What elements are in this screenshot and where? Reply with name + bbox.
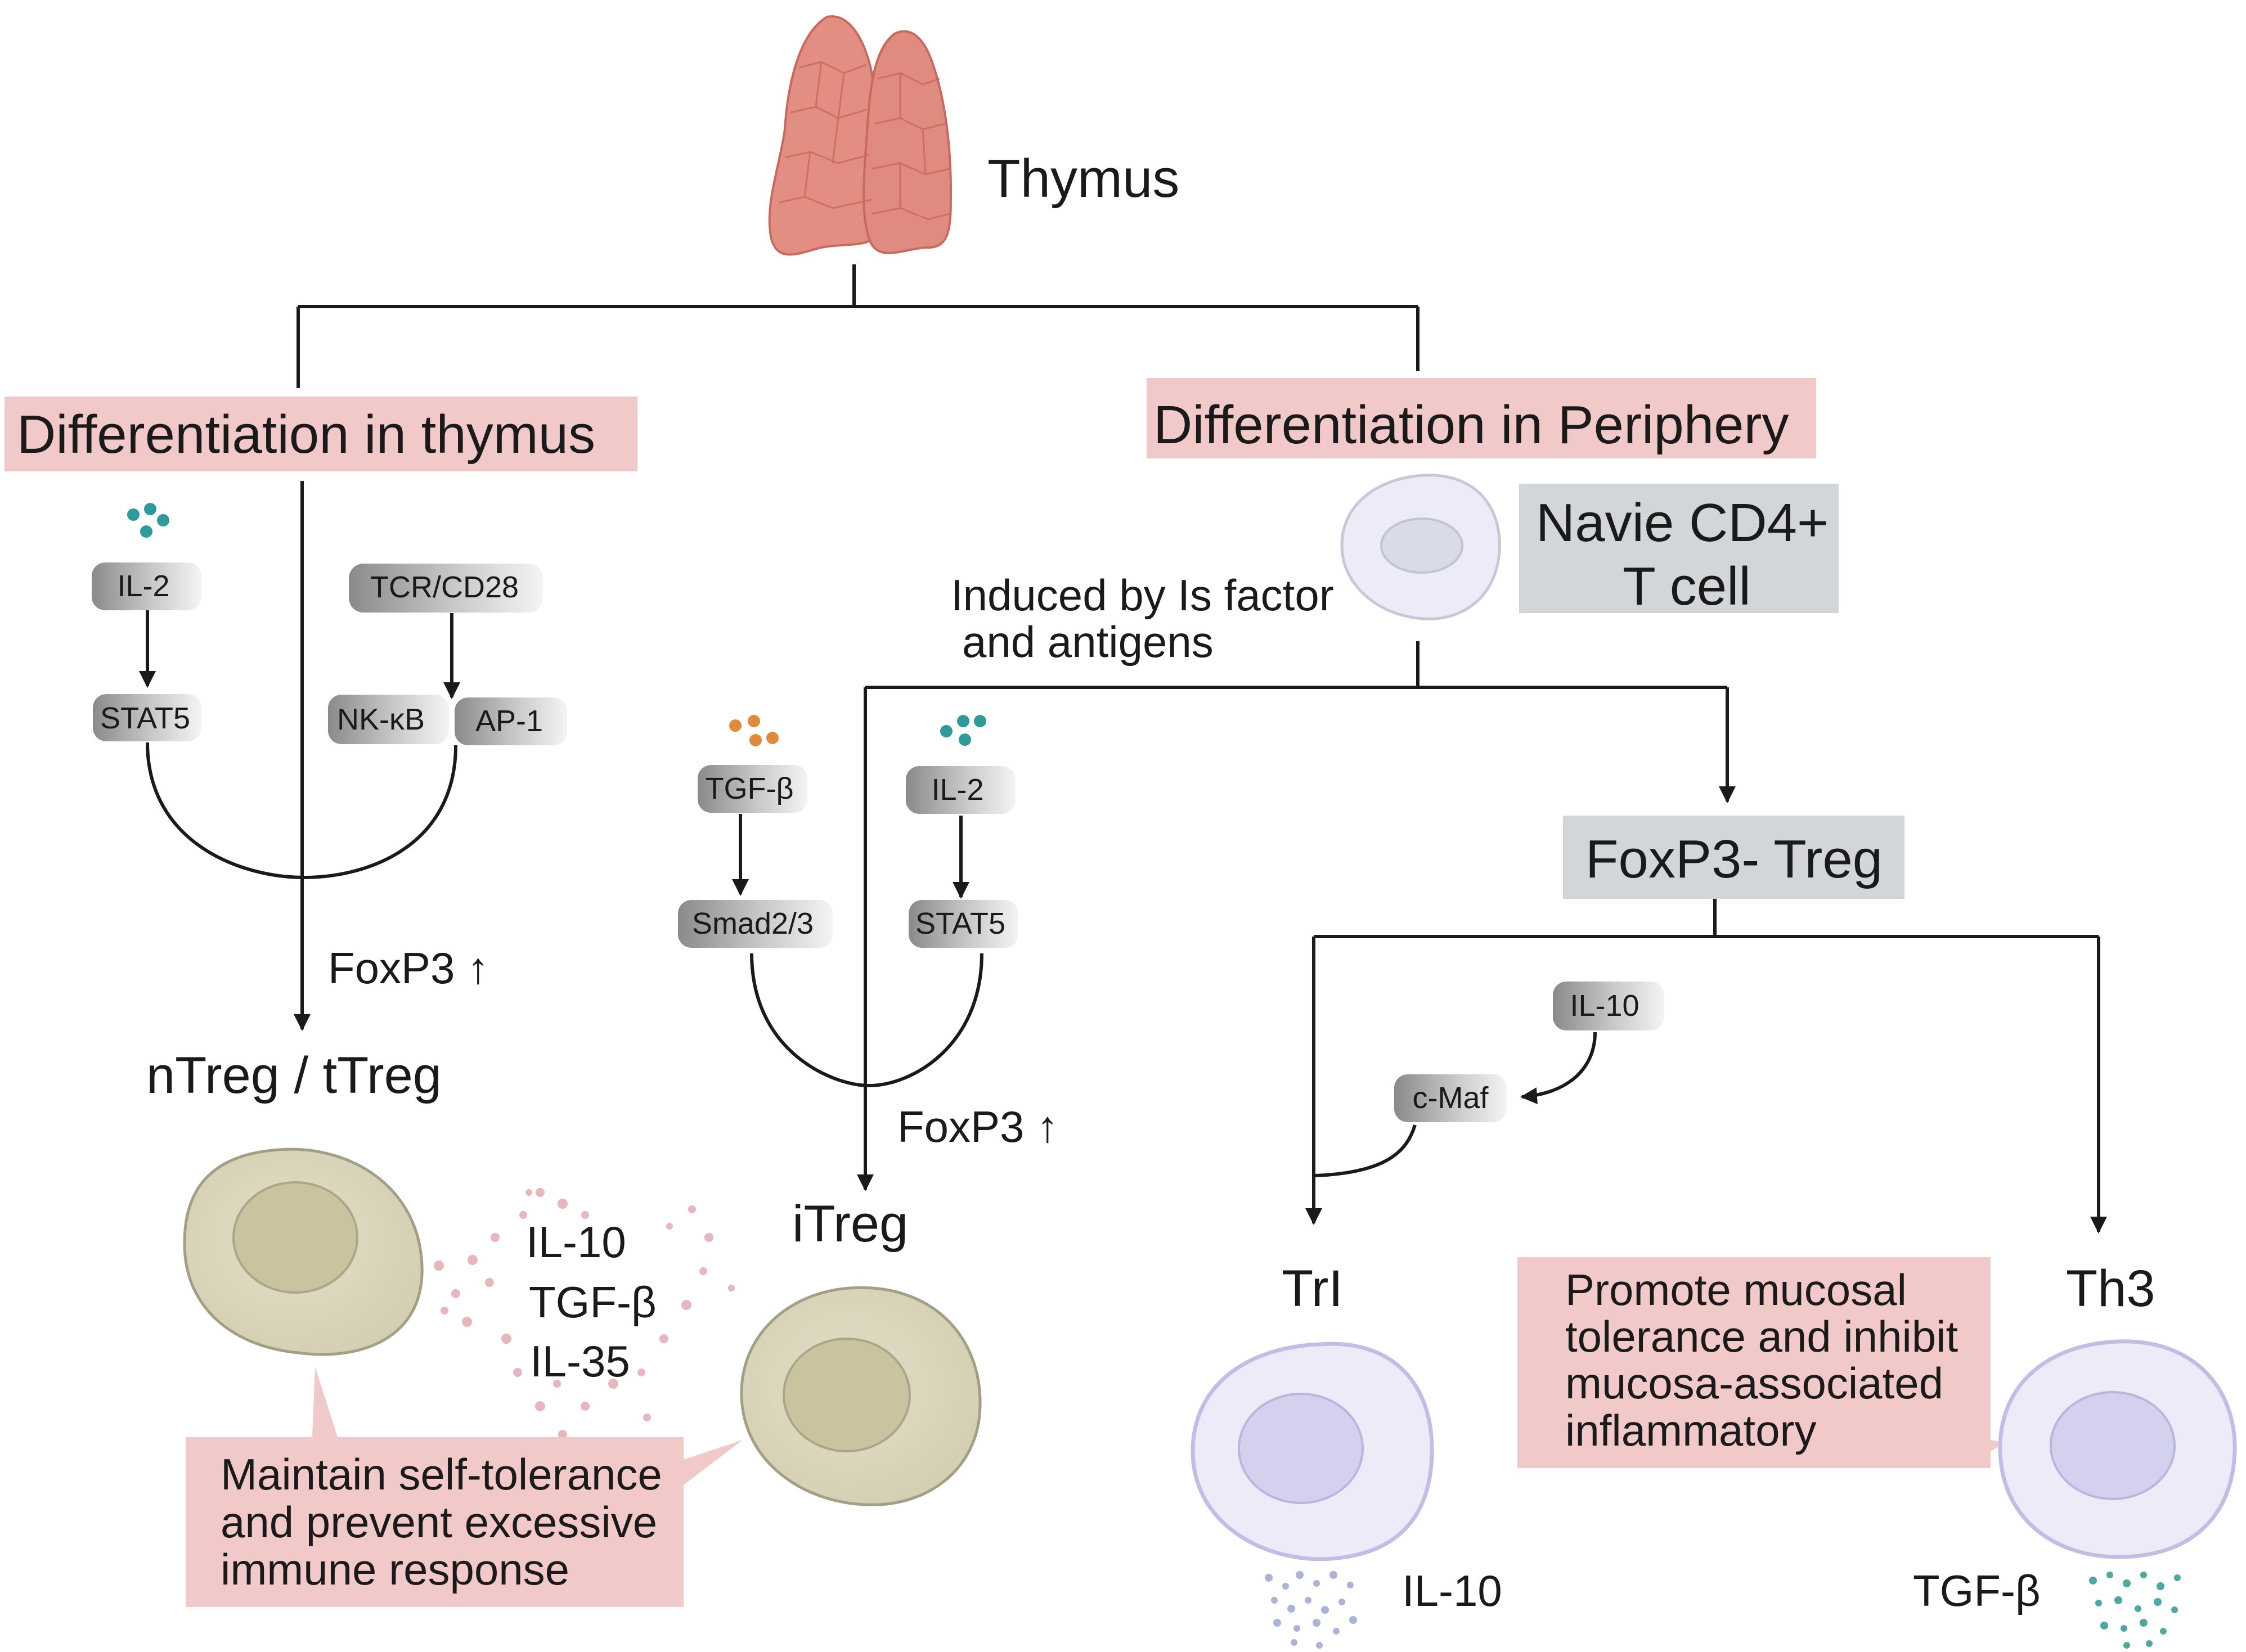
ntreg-cytokine-1: IL-10 xyxy=(526,1217,626,1267)
naive-cd4-cell-icon xyxy=(1340,474,1501,620)
th3-secretion-label: TGF-β xyxy=(1913,1566,2041,1615)
ntreg-cell-icon xyxy=(183,1147,424,1356)
thymus-label: Thymus xyxy=(987,148,1179,209)
foxp3neg-box: FoxP3- Treg xyxy=(1563,816,1904,899)
mucosal-line-4: inflammatory xyxy=(1565,1406,1816,1455)
il2-pill-periphery: IL-2 xyxy=(906,766,1016,814)
thymus-organ-icon xyxy=(768,15,953,256)
th3-cell-icon xyxy=(1998,1339,2237,1559)
cmaf-pill: c-Maf xyxy=(1394,1074,1507,1122)
self-tolerance-line-2: and prevent excessive xyxy=(221,1497,657,1547)
periphery-split-connector xyxy=(865,641,1727,689)
ntreg-cytokine-2: TGF-β xyxy=(529,1277,657,1327)
mucosal-line-3: mucosa-associated xyxy=(1565,1358,1943,1408)
smad-label: Smad2/3 xyxy=(692,907,814,940)
tr1-cell-icon xyxy=(1191,1342,1434,1561)
naive-cd4-line-1: Navie CD4+ xyxy=(1536,493,1829,553)
cmaf-to-tr1-curve xyxy=(1315,1124,1417,1177)
periphery-heading: Differentiation in Periphery xyxy=(1153,395,1789,455)
self-tolerance-line-1: Maintain self-tolerance xyxy=(221,1450,662,1499)
mucosal-line-1: Promote mucosal xyxy=(1565,1265,1907,1315)
ntreg-cytokine-3: IL-35 xyxy=(530,1336,630,1386)
il2-label: IL-2 xyxy=(117,569,169,603)
tgfb-label: TGF-β xyxy=(705,772,793,805)
foxp3neg-split-connector xyxy=(1314,899,2099,938)
self-tolerance-callout: Maintain self-tolerance and prevent exce… xyxy=(186,1367,743,1607)
ntreg-secretion-dots xyxy=(434,1188,735,1466)
induction-note-line-2: and antigens xyxy=(962,617,1214,667)
th3-title: Th3 xyxy=(2066,1260,2155,1317)
itreg-cell-icon xyxy=(740,1286,982,1506)
periphery-heading-box: Differentiation in Periphery xyxy=(1147,378,1816,458)
foxp3neg-label: FoxP3- Treg xyxy=(1585,829,1883,889)
il2-pill: IL-2 xyxy=(92,562,201,610)
stat5-label-thymus: STAT5 xyxy=(100,701,190,735)
nfkb-label: NK-κB xyxy=(337,703,425,736)
naive-cd4-label-box: Navie CD4+ T cell xyxy=(1519,484,1839,616)
tr1-secretion-dots xyxy=(1265,1571,1357,1649)
self-tolerance-line-3: immune response xyxy=(221,1545,569,1594)
top-branch-connector xyxy=(297,264,1420,388)
smad-pill: Smad2/3 xyxy=(678,900,833,948)
periphery-convergence-curve xyxy=(750,953,983,1088)
il10-label: IL-10 xyxy=(1570,989,1639,1023)
tgfb-pill: TGF-β xyxy=(698,765,807,813)
foxp3-up-periphery: FoxP3 ↑ xyxy=(897,1102,1058,1151)
tcr-pill: TCR/CD28 xyxy=(349,564,543,613)
ap1-pill: AP-1 xyxy=(455,697,567,745)
tgfb-signal-dots-icon xyxy=(729,715,779,746)
ap1-label: AP-1 xyxy=(475,704,543,738)
itreg-title: iTreg xyxy=(792,1195,908,1253)
mucosal-line-2: tolerance and inhibit xyxy=(1565,1312,1958,1361)
stat5-pill-thymus: STAT5 xyxy=(93,694,201,741)
stat5-label-periphery: STAT5 xyxy=(915,907,1005,940)
tr1-secretion-label: IL-10 xyxy=(1402,1566,1502,1615)
tcr-label: TCR/CD28 xyxy=(370,570,519,604)
il2-signal-dots-icon xyxy=(127,503,169,538)
il2-label-periphery: IL-2 xyxy=(931,773,983,807)
il2-signal-dots-periphery-icon xyxy=(940,715,986,746)
il10-to-cmaf-arrow xyxy=(1520,1032,1597,1105)
induction-note-line-1: Induced by Is factor xyxy=(951,570,1334,620)
th3-secretion-dots xyxy=(2089,1572,2181,1649)
thymus-heading: Differentiation in thymus xyxy=(17,404,595,465)
foxp3-up-thymus: FoxP3 ↑ xyxy=(328,943,489,993)
naive-cd4-line-2: T cell xyxy=(1623,556,1751,616)
mucosal-callout: Promote mucosal tolerance and inhibit mu… xyxy=(1517,1257,2006,1468)
nfkb-pill: NK-κB xyxy=(328,695,449,744)
tr1-title: TrI xyxy=(1282,1260,1343,1317)
cmaf-label: c-Maf xyxy=(1413,1081,1489,1115)
stat5-pill-periphery: STAT5 xyxy=(909,900,1018,948)
ntreg-title: nTreg / tTreg xyxy=(146,1047,442,1104)
il10-pill: IL-10 xyxy=(1553,982,1664,1030)
thymus-heading-box: Differentiation in thymus xyxy=(5,397,637,471)
